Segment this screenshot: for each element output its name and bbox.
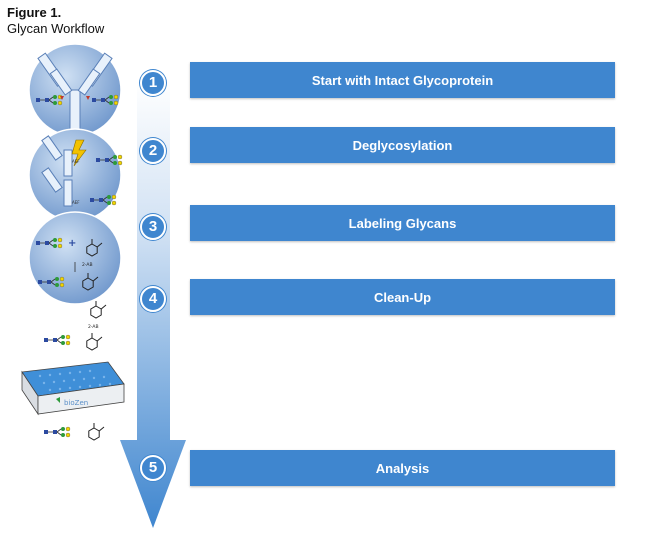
step-3-label: Labeling Glycans	[348, 215, 457, 231]
deglycosylation-illustration: AEF AEF	[28, 128, 123, 222]
labeling-illustration: + 2-AB	[28, 211, 122, 305]
step-1-label: Start with Intact Glycoprotein	[311, 72, 494, 88]
step-1-bar: Start with Intact Glycoprotein	[190, 62, 615, 98]
step-2-number: 2	[140, 138, 166, 164]
reagent-label-2: 2-AB	[88, 324, 99, 330]
figure-number: Figure 1.	[7, 5, 62, 20]
glycoprotein-illustration	[28, 43, 122, 137]
step-4-label: Clean-Up	[373, 289, 432, 305]
step-1-number: 1	[140, 70, 166, 96]
step-2-bar: Deglycosylation	[190, 127, 615, 163]
reagent-label-1: 2-AB	[82, 262, 93, 268]
step-3-bar: Labeling Glycans	[190, 205, 615, 241]
step-5-label: Analysis	[375, 460, 430, 476]
cleanup-plate-illustration: 2-AB bioZen	[21, 300, 125, 416]
svg-text:AEF: AEF	[72, 159, 80, 164]
step-5-number: 5	[140, 455, 166, 481]
workflow-illustrations: AEF AEF + 2-AB 2-AB bioZen	[21, 43, 125, 441]
figure-header: Figure 1. Glycan Workflow	[7, 5, 104, 37]
step-4-number: 4	[140, 286, 166, 312]
step-5-bar: Analysis	[190, 450, 615, 486]
labeled-glycan-illustration	[43, 422, 105, 441]
figure-title: Glycan Workflow	[7, 21, 105, 36]
step-2-label: Deglycosylation	[352, 137, 453, 153]
plate-brand-label: bioZen	[64, 399, 88, 407]
step-4-bar: Clean-Up	[190, 279, 615, 315]
svg-text:AEF: AEF	[72, 200, 80, 205]
svg-text:+: +	[68, 238, 76, 249]
step-3-number: 3	[140, 214, 166, 240]
